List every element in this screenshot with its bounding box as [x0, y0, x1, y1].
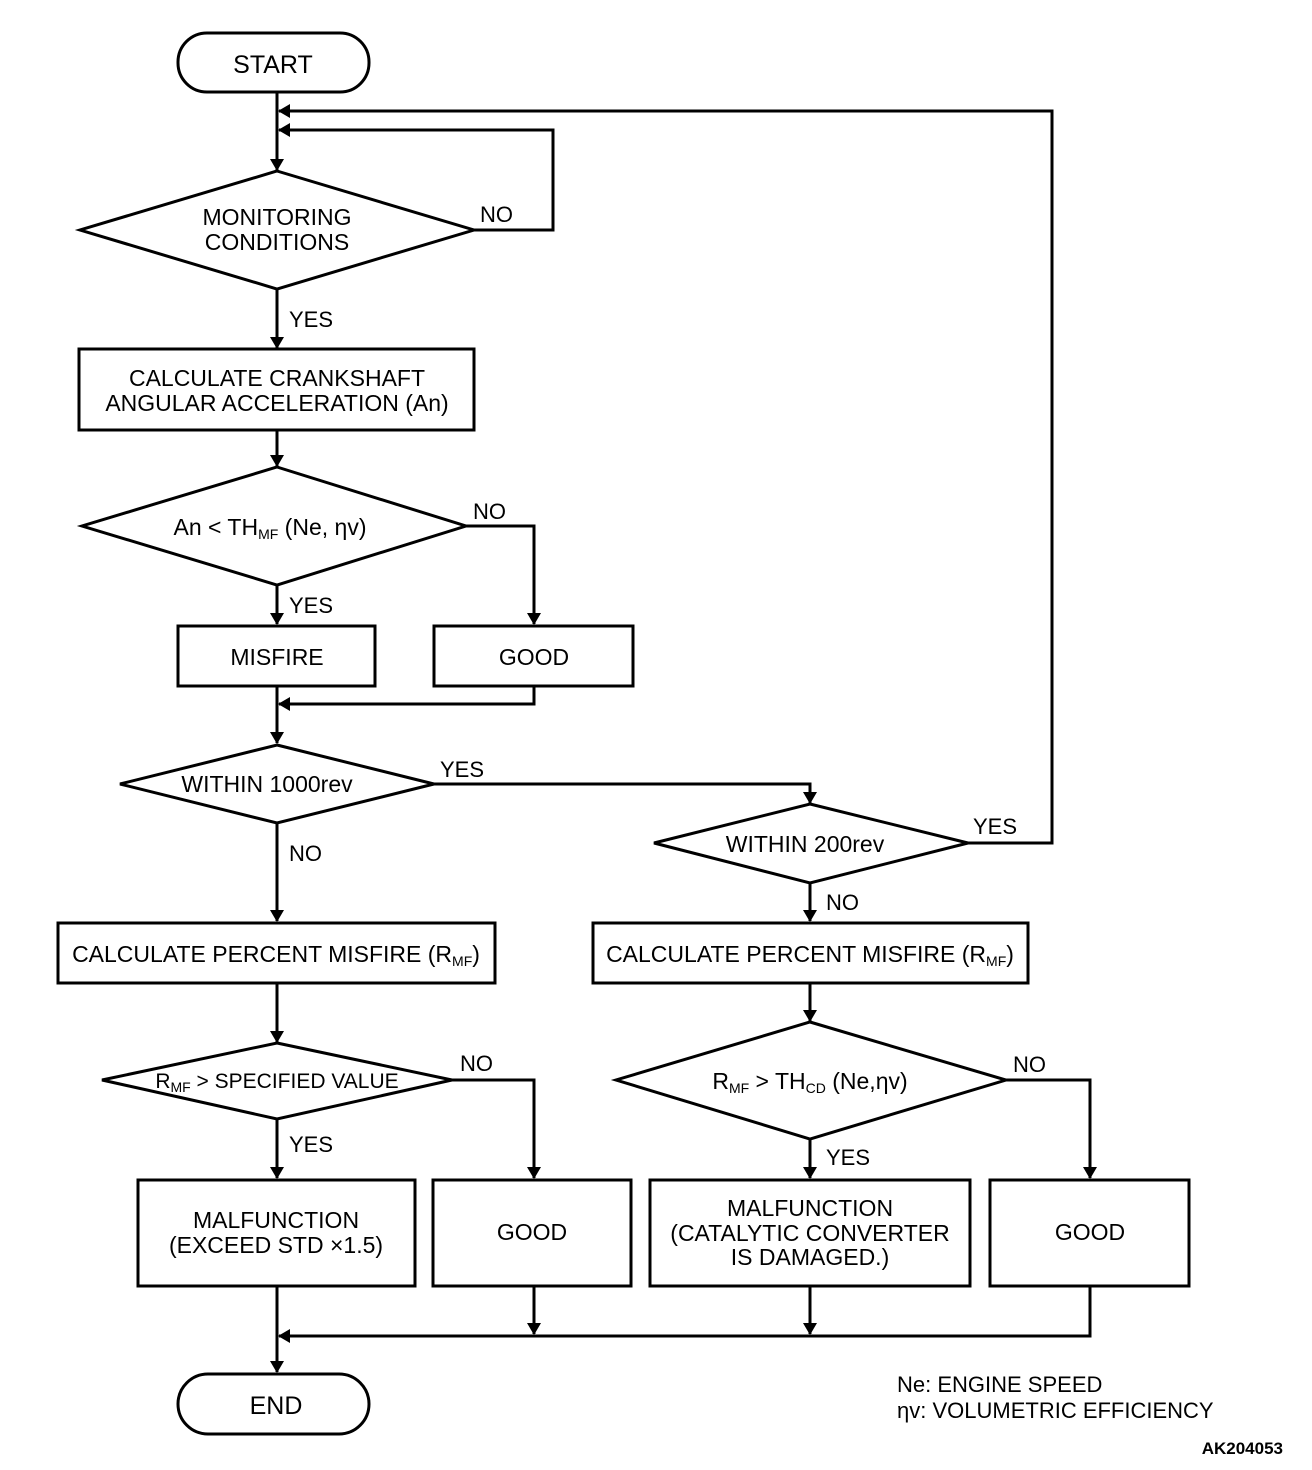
edge-within200-yes-loop	[278, 104, 1054, 845]
start-node: START	[176, 31, 371, 94]
legend-ne: Ne: ENGINE SPEED	[897, 1372, 1102, 1397]
end-label: END	[250, 1392, 303, 1420]
calc-pm-right-label: CALCULATE PERCENT MISFIRE (RMF)	[606, 941, 1014, 969]
rmf-thcd-decision: RMF > THCD (Ne,ηv)	[610, 1020, 1012, 1141]
calculate-percent-misfire-right: CALCULATE PERCENT MISFIRE (RMF)	[591, 921, 1030, 985]
an-cond-label: An < THMF (Ne, ηv)	[173, 514, 366, 542]
within1000-yes-label: YES	[440, 757, 484, 782]
rmfspec-no-label: NO	[460, 1051, 493, 1076]
edge-monitoring-no-loop	[278, 123, 555, 232]
good-process-2: GOOD	[431, 1178, 633, 1288]
calc-accel-label-1: CALCULATE CRANKSHAFT	[129, 365, 425, 391]
branch-labels: NO YES NO YES YES NO YES NO NO YES NO YE…	[289, 202, 1046, 1170]
good-process-1: GOOD	[432, 624, 635, 688]
malf1-label-2: (EXCEED STD ×1.5)	[169, 1232, 383, 1258]
within-200rev-decision: WITHIN 200rev	[653, 802, 969, 885]
rmfspec-yes-label: YES	[289, 1132, 333, 1157]
ancond-no-label: NO	[473, 499, 506, 524]
within1000-no-label: NO	[289, 841, 322, 866]
calculate-crankshaft-process: CALCULATE CRANKSHAFT ANGULAR ACCELERATIO…	[77, 347, 476, 432]
rmf-thcd-label: RMF > THCD (Ne,ηv)	[712, 1068, 907, 1096]
rmfthcd-no-label: NO	[1013, 1052, 1046, 1077]
monitoring-conditions-decision: MONITORING CONDITIONS	[74, 169, 480, 291]
good-process-3: GOOD	[988, 1178, 1191, 1288]
rmf-spec-label: RMF > SPECIFIED VALUE	[155, 1070, 398, 1095]
calc-pm-left-label: CALCULATE PERCENT MISFIRE (RMF)	[72, 941, 480, 969]
end-node: END	[176, 1372, 371, 1436]
within200-no-label: NO	[826, 890, 859, 915]
start-label: START	[233, 51, 313, 79]
malf2-label-1: MALFUNCTION	[727, 1195, 893, 1221]
good2-label: GOOD	[497, 1219, 567, 1245]
misfire-label: MISFIRE	[230, 644, 323, 670]
rmf-specified-value-decision: RMF > SPECIFIED VALUE	[101, 1041, 453, 1121]
malfunction-catalytic-converter: MALFUNCTION (CATALYTIC CONVERTER IS DAMA…	[648, 1178, 972, 1288]
malf1-label-1: MALFUNCTION	[193, 1207, 359, 1233]
edge-rmfthcd-no	[1006, 1078, 1097, 1179]
edge-rmfspec-no	[452, 1078, 541, 1179]
edge-within1000-yes	[434, 782, 817, 804]
within200-label: WITHIN 200rev	[726, 831, 885, 857]
malf2-label-3: IS DAMAGED.)	[731, 1244, 889, 1270]
figure-code: AK204053	[1202, 1439, 1283, 1458]
monitoring-label-2: CONDITIONS	[205, 229, 349, 255]
ancond-yes-label: YES	[289, 593, 333, 618]
rmfthcd-yes-label: YES	[826, 1145, 870, 1170]
good3-label: GOOD	[1055, 1219, 1125, 1245]
monitoring-label-1: MONITORING	[202, 204, 351, 230]
monitoring-no-label: NO	[480, 202, 513, 227]
within200-yes-label: YES	[973, 814, 1017, 839]
calculate-percent-misfire-left: CALCULATE PERCENT MISFIRE (RMF)	[56, 921, 497, 985]
edge-good3-merge	[278, 1286, 1092, 1343]
eta-symbol: η	[876, 1068, 889, 1094]
edge-ancond-no	[466, 524, 541, 625]
edge-good1-join	[278, 686, 536, 711]
within-1000rev-decision: WITHIN 1000rev	[119, 743, 435, 825]
within1000-label: WITHIN 1000rev	[181, 771, 353, 797]
eta-symbol: η	[335, 514, 348, 540]
connectors	[270, 92, 1097, 1373]
malf2-label-2: (CATALYTIC CONVERTER	[670, 1220, 949, 1246]
good1-label: GOOD	[499, 644, 569, 670]
an-threshold-decision: An < THMF (Ne, ηv)	[76, 465, 472, 587]
eta-symbol: η	[897, 1398, 909, 1423]
monitoring-yes-label: YES	[289, 307, 333, 332]
misfire-process: MISFIRE	[176, 624, 377, 688]
malfunction-exceed-std: MALFUNCTION (EXCEED STD ×1.5)	[136, 1178, 417, 1288]
legend-etav: ηv: VOLUMETRIC EFFICIENCY	[897, 1398, 1214, 1423]
calc-accel-label-2: ANGULAR ACCELERATION (An)	[105, 390, 448, 416]
legend: Ne: ENGINE SPEED ηv: VOLUMETRIC EFFICIEN…	[897, 1372, 1214, 1423]
